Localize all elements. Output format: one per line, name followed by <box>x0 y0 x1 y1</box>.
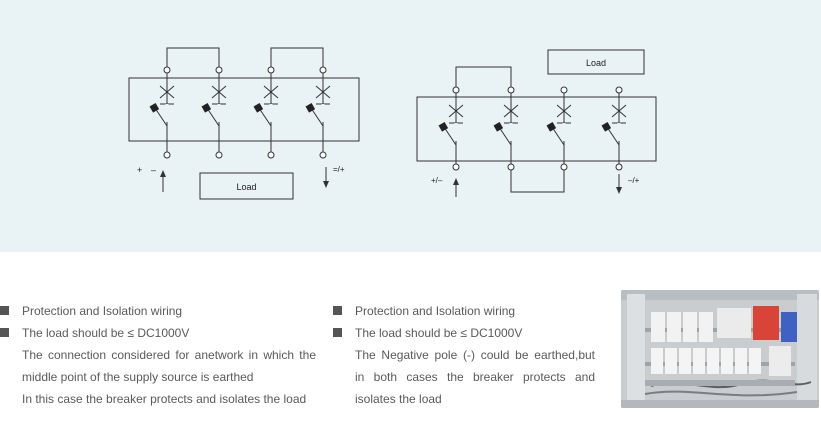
load-label: Load <box>236 182 256 192</box>
output-label: =/+ <box>333 165 345 174</box>
bullet-item: Protection and Isolation wiring <box>333 300 595 322</box>
bullet-item: Protection and Isolation wiring <box>0 300 316 322</box>
square-bullet-icon <box>0 328 9 337</box>
description-line: middle point of the supply source is ear… <box>22 370 254 384</box>
right-description: Protection and Isolation wiring The load… <box>333 300 595 410</box>
input-label: +/– <box>431 176 443 185</box>
load-box <box>547 49 645 75</box>
terminal <box>319 151 327 159</box>
input-arrow-head <box>160 170 166 177</box>
terminal <box>452 163 460 171</box>
breaker-pole-4 <box>601 86 627 171</box>
terminal <box>560 86 568 94</box>
terminal <box>560 163 568 171</box>
terminal <box>507 86 515 94</box>
terminal <box>615 163 623 171</box>
description-line: The Negative pole (-) could be earthed,b… <box>355 348 595 362</box>
cabinet-photo-icon <box>621 290 819 408</box>
breaker-pole-3 <box>253 66 279 159</box>
breaker-body <box>128 77 360 142</box>
bullet-item: The load should be ≤ DC1000V <box>333 322 595 344</box>
terminal <box>267 151 275 159</box>
bullet-text: The load should be ≤ DC1000V <box>22 326 190 340</box>
terminal <box>215 66 223 74</box>
output-arrow-head <box>323 181 329 188</box>
square-bullet-icon <box>333 306 342 315</box>
terminal <box>267 66 275 74</box>
input-arrow-head <box>453 178 459 185</box>
terminal <box>319 66 327 74</box>
breaker-pole-3 <box>546 86 572 171</box>
breaker-pole-2 <box>201 66 227 159</box>
breaker-pole-1 <box>149 66 175 159</box>
left-wiring-diagram: + – =/+ Load <box>128 47 360 200</box>
load-box <box>199 172 294 200</box>
terminal <box>452 86 460 94</box>
wiring-diagrams-panel: + – =/+ Load Load +/– –/+ <box>0 0 821 252</box>
terminal <box>615 86 623 94</box>
terminal <box>215 151 223 159</box>
breaker-body <box>416 96 657 162</box>
right-wiring-diagram: Load +/– –/+ <box>416 49 657 197</box>
plus-label: + <box>137 165 142 175</box>
top-bridge-2 <box>270 47 324 70</box>
electrical-cabinet-photo <box>621 290 819 408</box>
terminal <box>163 151 171 159</box>
terminal <box>163 66 171 74</box>
top-bridge <box>455 66 512 87</box>
bullet-item: The load should be ≤ DC1000V <box>0 322 316 344</box>
load-label: Load <box>586 58 606 68</box>
top-bridge-1 <box>166 47 220 70</box>
output-arrow-head <box>616 187 622 194</box>
description-line: in both cases the breaker protects and <box>355 370 595 384</box>
breaker-pole-1 <box>438 86 464 171</box>
terminal <box>507 163 515 171</box>
breaker-pole-2 <box>493 86 519 171</box>
breaker-pole-4 <box>305 66 331 159</box>
square-bullet-icon <box>0 306 9 315</box>
bullet-text: Protection and Isolation wiring <box>22 304 183 318</box>
output-label: –/+ <box>628 176 640 185</box>
wiring-diagrams: + – =/+ Load Load +/– –/+ <box>128 47 657 200</box>
bullet-text: Protection and Isolation wiring <box>355 304 516 318</box>
description-line: In this case the breaker protects and is… <box>22 392 307 406</box>
left-description: Protection and Isolation wiring The load… <box>0 300 316 410</box>
bullet-text: The load should be ≤ DC1000V <box>355 326 523 340</box>
bottom-bridge <box>510 170 565 193</box>
description-line: isolates the load <box>355 392 442 406</box>
minus-label: – <box>151 165 156 175</box>
description-line: The connection considered for anetwork i… <box>22 348 316 362</box>
square-bullet-icon <box>333 328 342 337</box>
